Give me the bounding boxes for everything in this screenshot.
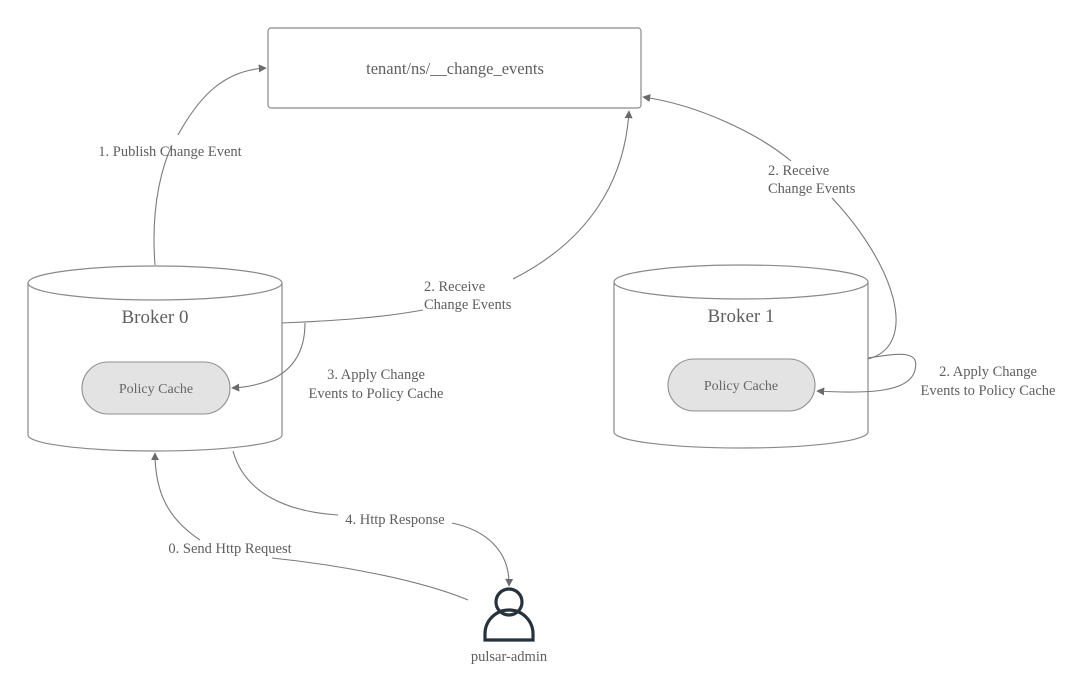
topic-node[interactable]: tenant/ns/__change_events [267, 27, 642, 109]
edge-publish: 1. Publish Change Event [98, 64, 267, 266]
broker-1-title: Broker 1 [707, 306, 774, 327]
edge-apply-broker-1-label-line2: Events to Policy Cache [921, 383, 1056, 399]
broker-0-node[interactable]: Broker 0 Policy Cache [27, 265, 283, 452]
broker-1-node[interactable]: Broker 1 Policy Cache [613, 264, 869, 449]
edge-response-line-upper [232, 450, 339, 516]
broker-0-policy-cache[interactable] [81, 361, 231, 415]
edge-response-label: 4. Http Response [345, 512, 444, 528]
edge-request: 0. Send Http Request [151, 452, 469, 601]
edge-publish-label: 1. Publish Change Event [98, 144, 241, 160]
edge-apply-broker-1: 2. Apply Change Events to Policy Cache [816, 353, 1056, 399]
edge-receive-broker-0-line-upper [512, 110, 633, 280]
edge-apply-broker-1-line [816, 353, 917, 396]
user-icon [483, 587, 535, 642]
edge-apply-broker-0-label-line1: 3. Apply Change [327, 367, 425, 383]
edge-apply-broker-1-label-line1: 2. Apply Change [939, 364, 1037, 380]
edge-receive-broker-0-label-line2: Change Events [424, 297, 512, 313]
edge-response: 4. Http Response [232, 450, 514, 587]
broker-0-policy-cache-label: Policy Cache [119, 382, 193, 397]
edge-receive-broker-1: 2. Receive Change Events [642, 94, 897, 360]
edge-publish-line-upper [177, 64, 267, 136]
edge-apply-broker-0-line [231, 322, 306, 392]
edge-response-line-lower [451, 522, 514, 587]
pulsar-admin-actor[interactable]: pulsar-admin [471, 587, 548, 665]
edge-apply-broker-0: 3. Apply Change Events to Policy Cache [231, 322, 444, 402]
topic-box[interactable] [267, 27, 642, 109]
edge-receive-broker-1-label-line2: Change Events [768, 181, 856, 197]
edge-receive-broker-0: 2. Receive Change Events [281, 110, 633, 324]
edge-request-label: 0. Send Http Request [168, 541, 291, 557]
edge-apply-broker-0-label-line2: Events to Policy Cache [309, 386, 444, 402]
broker-0-top [27, 265, 283, 301]
broker-0-title: Broker 0 [121, 307, 188, 328]
broker-1-top [613, 264, 869, 300]
broker-1-policy-cache-label: Policy Cache [704, 379, 778, 394]
edge-receive-broker-1-label-line1: 2. Receive [768, 163, 829, 179]
topic-label: tenant/ns/__change_events [366, 59, 544, 78]
pulsar-admin-label: pulsar-admin [471, 649, 548, 665]
edge-request-line-lower [271, 557, 469, 601]
edge-request-line-upper [151, 452, 201, 541]
edge-receive-broker-1-line-upper [642, 94, 792, 162]
broker-1-policy-cache[interactable] [667, 358, 816, 412]
edge-receive-broker-0-line-lower [281, 309, 424, 324]
edge-publish-line-lower [153, 144, 173, 266]
edge-receive-broker-1-line-lower [831, 197, 897, 360]
edge-receive-broker-0-label-line1: 2. Receive [424, 279, 485, 295]
